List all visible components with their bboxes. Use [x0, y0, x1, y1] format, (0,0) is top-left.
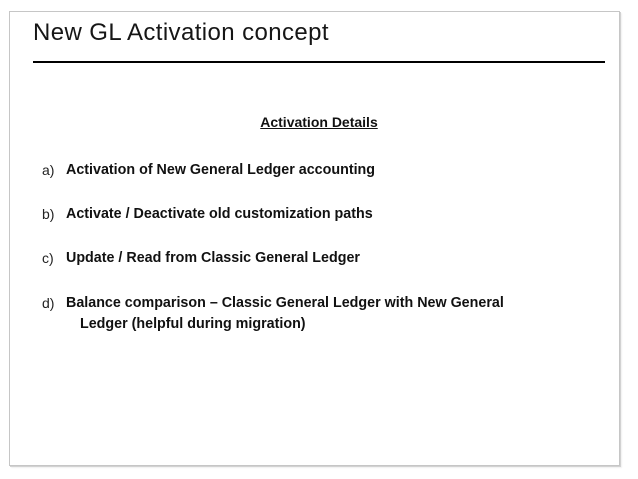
- list-marker-d: d): [42, 295, 55, 311]
- title-underline-rule: [33, 61, 605, 63]
- list-text-c: Update / Read from Classic General Ledge…: [66, 250, 360, 266]
- list-text-a: Activation of New General Ledger account…: [66, 162, 376, 178]
- list-item-b: b) Activate / Deactivate old customizati…: [42, 204, 581, 225]
- list-marker-a: a): [42, 162, 55, 178]
- list-item-a: a) Activation of New General Ledger acco…: [42, 160, 581, 181]
- list-item-c: c) Update / Read from Classic General Le…: [42, 248, 581, 269]
- list-text-d: Balance comparison – Classic General Led…: [66, 293, 581, 335]
- list-marker-c: c): [42, 250, 54, 266]
- slide-frame: [9, 11, 620, 466]
- list-item-d: d) Balance comparison – Classic General …: [42, 293, 581, 335]
- list-text-d-line2: Ledger (helpful during migration): [80, 316, 306, 332]
- list-marker-b: b): [42, 206, 55, 222]
- section-heading: Activation Details: [260, 114, 378, 130]
- list-text-d-line1: Balance comparison – Classic General Led…: [66, 295, 504, 311]
- slide-title: New GL Activation concept: [33, 19, 329, 46]
- list-text-b: Activate / Deactivate old customization …: [66, 206, 373, 222]
